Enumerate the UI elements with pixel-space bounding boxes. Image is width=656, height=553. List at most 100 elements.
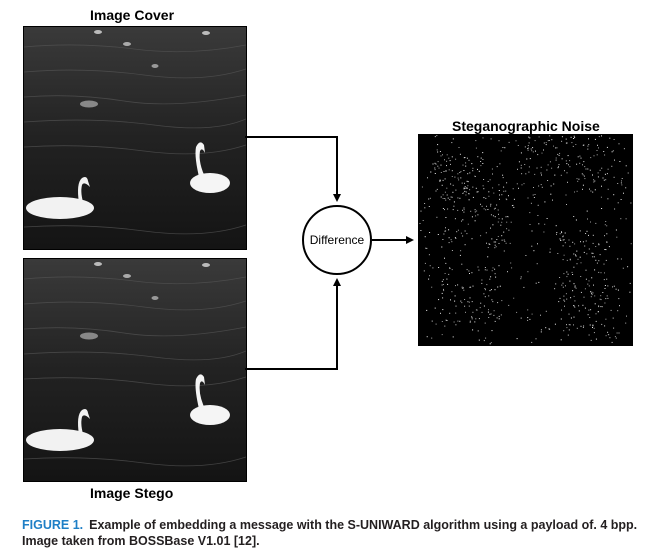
noise-speckle xyxy=(453,205,455,207)
noise-speckle xyxy=(576,250,578,252)
noise-speckle xyxy=(436,216,438,218)
noise-speckle xyxy=(452,138,454,140)
noise-speckle xyxy=(461,220,462,222)
noise-speckle xyxy=(529,212,531,214)
noise-speckle xyxy=(604,285,606,286)
noise-speckle xyxy=(617,183,619,184)
noise-speckle xyxy=(444,257,445,259)
noise-speckle xyxy=(555,159,557,161)
noise-speckle xyxy=(480,235,482,237)
noise-speckle xyxy=(454,300,456,302)
noise-speckle xyxy=(533,187,534,188)
noise-speckle xyxy=(429,275,430,277)
noise-speckle xyxy=(457,284,459,286)
noise-speckle xyxy=(587,314,589,316)
noise-speckle xyxy=(541,152,543,154)
noise-speckle xyxy=(570,317,572,319)
noise-speckle xyxy=(485,337,487,339)
noise-speckle xyxy=(613,194,615,196)
noise-speckle xyxy=(600,295,602,297)
noise-speckle xyxy=(618,298,620,300)
noise-speckle xyxy=(562,245,564,247)
noise-speckle xyxy=(620,182,622,184)
noise-speckle xyxy=(481,282,483,284)
noise-speckle xyxy=(625,187,627,189)
noise-speckle xyxy=(508,229,510,231)
noise-speckle xyxy=(475,147,477,149)
noise-speckle xyxy=(529,158,531,160)
noise-speckle xyxy=(486,205,487,207)
noise-speckle xyxy=(619,305,620,307)
noise-speckle xyxy=(580,325,582,327)
noise-speckle xyxy=(475,309,477,311)
noise-speckle xyxy=(577,156,579,158)
noise-speckle xyxy=(483,197,485,199)
noise-speckle xyxy=(482,163,484,164)
noise-speckle xyxy=(442,297,444,299)
noise-speckle xyxy=(443,290,445,292)
noise-speckle xyxy=(490,342,492,344)
noise-speckle xyxy=(468,305,470,307)
noise-speckle xyxy=(507,271,508,273)
noise-speckle xyxy=(588,234,589,236)
noise-speckle xyxy=(573,316,575,318)
noise-speckle xyxy=(520,167,522,169)
noise-speckle xyxy=(494,289,496,291)
noise-speckle xyxy=(606,225,608,227)
noise-speckle xyxy=(611,151,613,153)
noise-speckle xyxy=(600,306,602,308)
noise-speckle xyxy=(555,225,557,227)
noise-speckle xyxy=(487,256,489,258)
noise-speckle xyxy=(532,151,534,153)
noise-speckle xyxy=(601,167,603,169)
noise-speckle xyxy=(498,190,500,191)
noise-speckle xyxy=(584,245,586,247)
noise-speckle xyxy=(535,150,536,152)
noise-speckle xyxy=(467,223,469,225)
noise-speckle xyxy=(460,232,462,234)
noise-speckle xyxy=(494,320,496,322)
noise-speckle xyxy=(501,239,503,241)
noise-speckle xyxy=(450,299,451,301)
noise-speckle xyxy=(585,240,587,242)
noise-speckle xyxy=(574,136,576,138)
noise-speckle xyxy=(613,139,615,140)
noise-speckle xyxy=(571,271,573,273)
noise-speckle xyxy=(512,204,514,206)
noise-speckle xyxy=(485,232,487,234)
noise-speckle xyxy=(489,244,491,245)
noise-speckle xyxy=(589,324,591,326)
noise-speckle xyxy=(623,148,625,150)
noise-speckle xyxy=(534,140,536,142)
noise-speckle xyxy=(471,163,473,165)
noise-speckle xyxy=(593,327,595,329)
noise-speckle xyxy=(420,230,422,231)
noise-speckle xyxy=(448,273,450,275)
noise-speckle xyxy=(551,167,553,169)
noise-speckle xyxy=(463,207,465,209)
noise-speckle xyxy=(585,168,587,170)
noise-speckle xyxy=(425,247,427,249)
noise-speckle xyxy=(502,147,504,148)
difference-node-label: Difference xyxy=(309,233,365,247)
noise-speckle xyxy=(615,229,617,231)
noise-speckle xyxy=(502,174,504,176)
noise-speckle xyxy=(428,278,430,280)
noise-speckle xyxy=(478,318,480,320)
noise-speckle xyxy=(538,136,540,138)
noise-speckle xyxy=(563,299,565,301)
noise-speckle xyxy=(580,157,582,159)
noise-speckle xyxy=(576,263,578,265)
noise-speckle xyxy=(494,207,496,209)
noise-speckle xyxy=(483,293,485,295)
noise-speckle xyxy=(572,274,574,275)
noise-speckle xyxy=(469,273,470,274)
noise-speckle xyxy=(528,166,530,168)
noise-speckle xyxy=(455,324,457,326)
noise-speckle xyxy=(443,233,445,235)
noise-speckle xyxy=(498,318,500,320)
noise-speckle xyxy=(533,250,535,252)
noise-speckle xyxy=(614,208,616,210)
noise-speckle xyxy=(483,188,485,190)
noise-speckle xyxy=(533,197,535,198)
